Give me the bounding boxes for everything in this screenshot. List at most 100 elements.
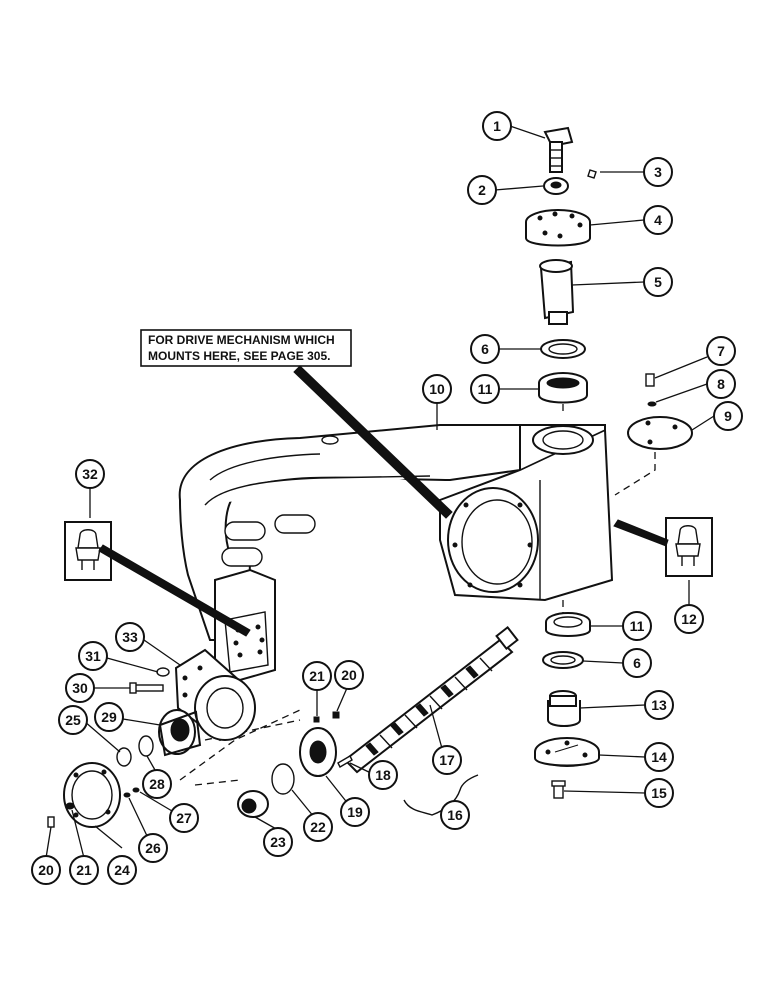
bearing-part-lower <box>545 612 591 637</box>
callout-18: 18 <box>368 760 398 790</box>
callout-6: 6 <box>470 334 500 364</box>
callout-6-lower: 6 <box>622 648 652 678</box>
set-screw-parts <box>313 711 340 723</box>
svg-text:11: 11 <box>478 381 493 397</box>
bolt-part-30 <box>129 682 164 694</box>
callout-20-lower: 20 <box>31 855 61 885</box>
note-callout: FOR DRIVE MECHANISM WHICH MOUNTS HERE, S… <box>140 329 453 519</box>
callout-31: 31 <box>78 641 108 671</box>
svg-text:26: 26 <box>145 840 161 856</box>
callout-30: 30 <box>65 673 95 703</box>
svg-text:6: 6 <box>633 655 641 671</box>
svg-text:7: 7 <box>717 343 725 359</box>
bearing-part-29 <box>158 709 202 757</box>
callout-22: 22 <box>303 812 333 842</box>
callout-19: 19 <box>340 797 370 827</box>
svg-text:29: 29 <box>101 709 117 725</box>
svg-text:31: 31 <box>85 648 101 664</box>
svg-text:20: 20 <box>38 862 54 878</box>
callout-1: 1 <box>482 111 512 141</box>
callout-3: 3 <box>643 157 673 187</box>
svg-text:28: 28 <box>149 776 165 792</box>
svg-text:23: 23 <box>270 834 286 850</box>
callout-9: 9 <box>713 401 743 431</box>
nut-part-21-lower <box>65 802 75 810</box>
callout-10: 10 <box>422 374 452 404</box>
leader-lines <box>45 125 715 859</box>
svg-text:27: 27 <box>176 810 192 826</box>
callout-15: 15 <box>644 778 674 808</box>
svg-text:14: 14 <box>651 749 667 765</box>
callout-26: 26 <box>138 833 168 863</box>
washer-part-25 <box>116 747 132 767</box>
svg-text:12: 12 <box>681 611 697 627</box>
svg-text:1: 1 <box>493 118 501 134</box>
callout-17: 17 <box>432 745 462 775</box>
callout-12: 12 <box>674 604 704 634</box>
svg-text:20: 20 <box>341 667 357 683</box>
svg-text:10: 10 <box>429 381 445 397</box>
svg-text:24: 24 <box>114 862 130 878</box>
svg-text:25: 25 <box>65 712 81 728</box>
svg-text:2: 2 <box>478 182 486 198</box>
bushing-part <box>547 690 581 727</box>
callout-11: 11 <box>470 374 500 404</box>
bolt-part <box>543 126 574 173</box>
seal-part-upper <box>540 339 586 359</box>
callout-27: 27 <box>169 803 199 833</box>
callout-7: 7 <box>706 336 736 366</box>
svg-text:22: 22 <box>310 819 326 835</box>
callout-14: 14 <box>644 742 674 772</box>
note-leader <box>293 365 453 519</box>
cover-plate-part <box>627 416 693 450</box>
svg-text:15: 15 <box>651 785 667 801</box>
svg-text:3: 3 <box>654 164 662 180</box>
seal-part-lower <box>542 651 584 669</box>
svg-text:4: 4 <box>654 212 662 228</box>
center-line <box>614 440 656 496</box>
note-box <box>140 329 352 367</box>
callout-11-lower: 11 <box>622 611 652 641</box>
svg-text:30: 30 <box>72 680 88 696</box>
snap-ring-part-22 <box>271 763 295 795</box>
leader-32 <box>98 544 251 637</box>
mounting-block-part <box>174 648 256 742</box>
nut-part <box>543 177 569 195</box>
callout-20-upper: 20 <box>334 660 364 690</box>
svg-text:8: 8 <box>717 376 725 392</box>
callout-28: 28 <box>142 769 172 799</box>
worm-shaft-part <box>343 625 519 774</box>
svg-text:32: 32 <box>82 466 98 482</box>
bearing-part-upper <box>538 372 588 404</box>
bolt-part-20-lower <box>47 816 55 828</box>
svg-text:21: 21 <box>76 862 92 878</box>
callout-24: 24 <box>107 855 137 885</box>
callout-33: 33 <box>115 622 145 652</box>
callout-2: 2 <box>467 175 497 205</box>
base-plate-part <box>534 737 600 767</box>
svg-text:11: 11 <box>630 618 645 634</box>
svg-text:16: 16 <box>447 807 463 823</box>
note-line-1: FOR DRIVE MECHANISM WHICH <box>148 333 335 347</box>
callout-21-lower: 21 <box>69 855 99 885</box>
leader-12 <box>613 519 669 547</box>
plug-part <box>551 780 566 799</box>
snap-ring-part <box>138 735 154 757</box>
callout-25: 25 <box>58 705 88 735</box>
svg-text:13: 13 <box>651 697 667 713</box>
callout-8: 8 <box>706 369 736 399</box>
callout-29: 29 <box>94 702 124 732</box>
callout-16: 16 <box>440 800 470 830</box>
callout-4: 4 <box>643 205 673 235</box>
callout-32: 32 <box>75 459 105 489</box>
svg-text:33: 33 <box>122 629 138 645</box>
cap-part <box>525 209 591 247</box>
fitting-part-26-27 <box>123 787 140 798</box>
callout-23: 23 <box>263 827 293 857</box>
svg-text:5: 5 <box>654 274 662 290</box>
callout-13: 13 <box>644 690 674 720</box>
svg-text:19: 19 <box>347 804 363 820</box>
shaft-part <box>539 259 575 325</box>
arm-housing <box>178 424 614 682</box>
